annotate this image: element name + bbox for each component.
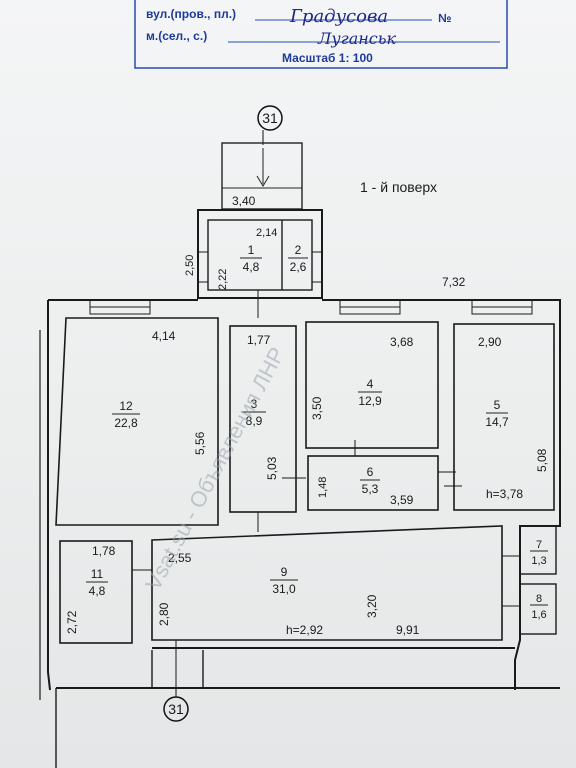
room-5-walls — [453, 323, 555, 511]
dim-1-78: 1,78 — [92, 544, 116, 558]
dim-5-56: 5,56 — [193, 431, 207, 455]
dim-1-48: 1,48 — [317, 477, 329, 498]
dim-3-50: 3,50 — [310, 396, 324, 420]
room-3-area: 8,9 — [246, 414, 263, 428]
dim-2-90: 2,90 — [478, 335, 502, 349]
room-1-area: 4,8 — [243, 260, 260, 274]
room-6-walls — [307, 455, 439, 511]
room-8-area: 1,6 — [531, 609, 546, 621]
room-8-walls — [519, 583, 557, 635]
city-label: м.(сел., с.) — [146, 29, 207, 43]
dim-7-32: 7,32 — [442, 275, 466, 289]
room-12-area: 22,8 — [114, 416, 138, 430]
room-2-area: 2,6 — [290, 260, 307, 274]
stamp-border — [134, 0, 508, 69]
vestibule-outer-wall — [197, 209, 323, 299]
dim-2-80: 2,80 — [157, 602, 171, 626]
room-2-number: 2 — [295, 243, 302, 257]
room-6-area: 5,3 — [362, 482, 379, 496]
room-11-number: 11 — [91, 567, 104, 581]
room-8-number: 8 — [536, 593, 542, 605]
dim-5-08: 5,08 — [535, 448, 549, 472]
axis-mark-bottom — [163, 688, 189, 722]
room-3-walls — [229, 325, 297, 513]
street-label: вул.(пров., пл.) — [146, 7, 236, 21]
dim-2-14: 2,14 — [256, 227, 277, 239]
dim-2-22: 2,22 — [217, 269, 229, 290]
axis-circle-bottom — [163, 696, 189, 722]
scale-label: Масштаб 1: 100 — [282, 51, 373, 65]
room-7-number: 7 — [536, 539, 542, 551]
room-labels — [86, 257, 548, 606]
room-7-area: 1,3 — [531, 555, 546, 567]
axis-circle-top — [257, 105, 283, 131]
vestibule-inner-wall — [207, 219, 313, 291]
room-1-number: 1 — [248, 243, 255, 257]
outer-wall-left — [47, 300, 51, 691]
number-label: № — [438, 11, 451, 25]
room-4-walls — [305, 321, 439, 449]
room-11-area: 4,8 — [89, 584, 106, 598]
room-9-number: 9 — [281, 565, 288, 579]
entry-arrow-head — [256, 175, 270, 187]
street-value: Градусова — [289, 6, 388, 27]
height-2-92: h=2,92 — [286, 623, 323, 637]
room-6-number: 6 — [367, 465, 374, 479]
room-11-walls — [59, 540, 133, 644]
room-7-walls — [519, 525, 557, 575]
dim-1-77: 1,77 — [247, 333, 271, 347]
dim-2-50: 2,50 — [184, 255, 196, 276]
room-4-area: 12,9 — [358, 394, 382, 408]
axis-label-bottom: 31 — [168, 701, 184, 717]
vestibule — [197, 209, 323, 318]
room-12-number: 12 — [119, 399, 133, 413]
dim-3-68: 3,68 — [390, 335, 414, 349]
room-3-number: 3 — [251, 397, 258, 411]
room-5-number: 5 — [494, 398, 501, 412]
axis-label-top: 31 — [262, 110, 278, 126]
dim-3-20: 3,20 — [365, 594, 379, 618]
dim-2-72: 2,72 — [65, 610, 79, 634]
building-walls — [39, 299, 561, 768]
city-value: Луганськ — [317, 29, 396, 48]
dim-3-40: 3,40 — [232, 194, 256, 208]
dim-4-14: 4,14 — [152, 329, 176, 343]
header-stamp — [134, 0, 508, 69]
room-9-walls — [151, 525, 503, 641]
floor-title: 1 - й поверх — [360, 179, 437, 195]
room-4-number: 4 — [367, 377, 374, 391]
room-9-area: 31,0 — [272, 582, 296, 596]
room-5-area: 14,7 — [485, 415, 509, 429]
room-12-walls — [55, 317, 219, 526]
dim-5-03: 5,03 — [265, 456, 279, 480]
dim-3-59: 3,59 — [390, 493, 414, 507]
dim-9-91: 9,91 — [396, 623, 420, 637]
height-3-78: h=3,78 — [486, 487, 523, 501]
dim-2-55: 2,55 — [168, 551, 192, 565]
